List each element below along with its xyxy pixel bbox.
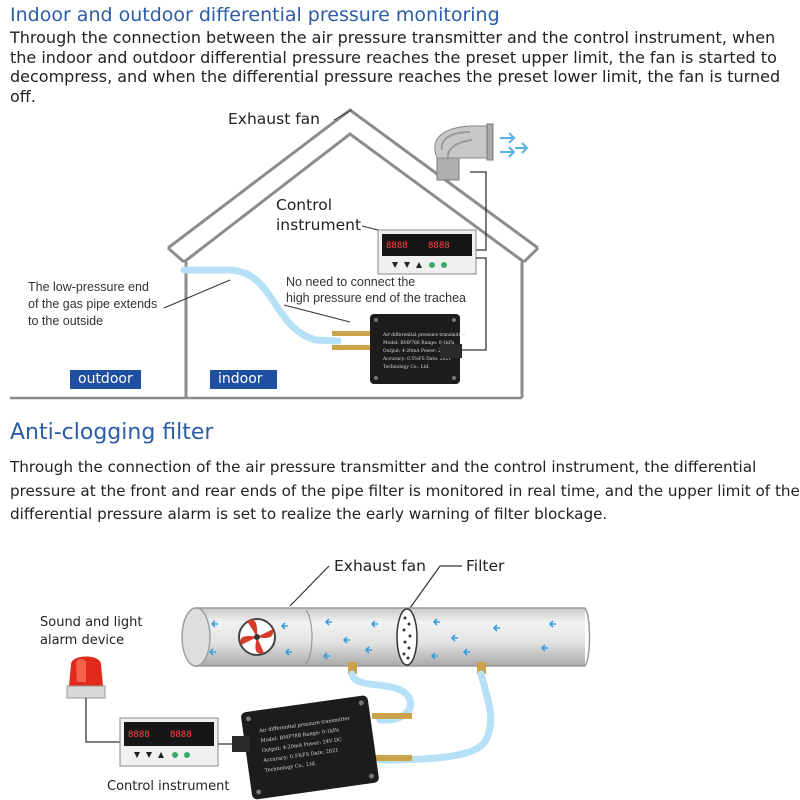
- low-pressure-label-line1: The low-pressure end: [28, 280, 149, 294]
- transmitter-wire: [460, 257, 487, 351]
- alarm-wire: [85, 698, 122, 743]
- pressure-transmitter-pipe: Air differential pressure transmitter Mo…: [232, 695, 412, 800]
- svg-text:Air differential pressure tran: Air differential pressure transmitter: [382, 332, 466, 338]
- leader-lines-pipe: [289, 565, 462, 609]
- section2-title: Anti-clogging filter: [10, 420, 214, 445]
- alarm-label-line1: Sound and light: [40, 615, 143, 630]
- alarm-light: [66, 656, 106, 699]
- control-instrument-house: 8888 8888: [377, 229, 477, 275]
- section2-description: Through the connection of the air pressu…: [10, 458, 800, 523]
- svg-text:Accuracy: 0.5%FS Date: 2021: Accuracy: 0.5%FS Date: 2021: [382, 356, 451, 362]
- svg-text:Output: 4-20mA Power: 24V DC: Output: 4-20mA Power: 24V DC: [383, 348, 456, 354]
- exhaust-arrows: [500, 132, 529, 158]
- no-need-label-line2: high pressure end of the trachea: [286, 291, 466, 305]
- indoor-tag: indoor: [210, 370, 277, 389]
- svg-text:8888: 8888: [128, 730, 150, 740]
- exhaust-fan-label-pipe: Exhaust fan: [334, 557, 426, 575]
- alarm-label-line2: alarm device: [40, 633, 125, 648]
- filter: [396, 608, 418, 666]
- svg-text:8888: 8888: [170, 730, 192, 740]
- no-need-label-line1: No need to connect the: [286, 275, 416, 289]
- airflow-arrows: [208, 618, 556, 660]
- control-instrument-pipe: 8888 8888: [119, 717, 219, 767]
- exhaust-fan-duct: [434, 123, 494, 181]
- section1-description: Through the connection between the air p…: [10, 28, 781, 106]
- control-instrument-label-line2: instrument: [276, 216, 362, 234]
- exhaust-fan-label-house: Exhaust fan: [228, 110, 320, 128]
- outdoor-tag: outdoor: [70, 370, 141, 389]
- control-instrument-label-line1: Control: [276, 196, 333, 214]
- svg-text:Technology Co., Ltd.: Technology Co., Ltd.: [383, 364, 430, 370]
- filter-label: Filter: [466, 557, 505, 575]
- fan-wire: [468, 171, 487, 251]
- exhaust-fan-pipe: [238, 618, 276, 656]
- svg-text:8888: 8888: [428, 241, 450, 251]
- control-instrument-label-pipe: Control instrument: [107, 779, 230, 794]
- pressure-tube-house: [180, 266, 342, 345]
- low-pressure-label-line3: to the outside: [28, 314, 104, 328]
- low-pressure-label-line2: of the gas pipe extends: [28, 297, 158, 311]
- pressure-transmitter-house: Air differential pressure transmitter Mo…: [332, 314, 466, 384]
- section1-title: Indoor and outdoor differential pressure…: [10, 4, 500, 26]
- house-outline: [10, 108, 540, 400]
- leader-lines-house: [163, 109, 379, 323]
- svg-text:Model: BMP788 Range: 0-1kPa: Model: BMP788 Range: 0-1kPa: [383, 340, 455, 346]
- svg-text:8888: 8888: [386, 241, 408, 251]
